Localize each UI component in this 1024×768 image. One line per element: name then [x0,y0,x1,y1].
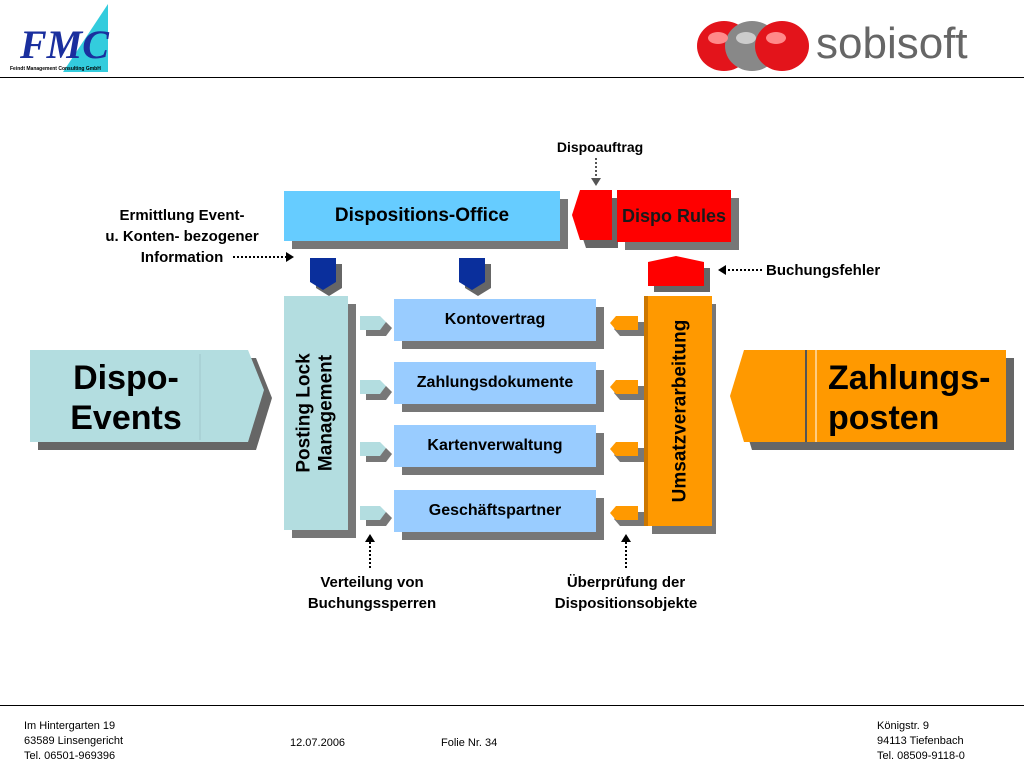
umsatzverarbeitung-label: Umsatzverarbeitung [669,319,691,503]
geschaeftspartner-box: Geschäftspartner [394,490,596,532]
dispositions-office-label: Dispositions-Office [334,205,510,226]
geschaeftspartner-label: Geschäftspartner [428,502,562,519]
dispoauftrag-label: Dispoauftrag [556,139,644,155]
footer-address-right: Königstr. 9 94113 Tiefenbach Tel. 08509-… [877,719,965,764]
fmc-logo: FMC Feindt Management Consulting GmbH [8,2,123,74]
buchungsfehler-label: Buchungsfehler [766,262,881,279]
posting-lock-box: Posting Lock Management [284,296,348,530]
footer-right-line: Tel. 08509-9118-0 [877,750,965,762]
kartenverwaltung-box: Kartenverwaltung [394,425,596,467]
dispo-rules-label: Dispo Rules [621,206,727,226]
footer-left-line: Im Hintergarten 19 [24,720,116,732]
ermittlung-label: Ermittlung Event- u. Konten- bezogener I… [105,207,259,266]
footer-slide-number: Folie Nr. 34 [441,737,498,749]
header-divider [0,77,1024,78]
fmc-logo-subtitle: Feindt Management Consulting GmbH [10,66,101,72]
posting-lock-label: Posting Lock Management [294,353,338,473]
sobisoft-logo: sobisoft [696,14,1012,76]
ueberpruefung-label: Überprüfung der Dispositionsobjekte [554,574,698,612]
footer-left-line: Tel. 06501-969396 [24,750,116,762]
footer-divider [0,705,1024,706]
zahlungsdokumente-label: Zahlungsdokumente [416,374,574,391]
dispositions-office-box: Dispositions-Office [284,191,560,241]
verteilung-label: Verteilung von Buchungssperren [307,574,437,612]
footer-right-line: 94113 Tiefenbach [877,735,964,747]
zahlungsposten-label: Zahlungs- posten [828,359,991,437]
footer-date: 12.07.2006 [290,737,346,749]
fmc-logo-text: FMC [19,22,110,67]
sobisoft-logo-graphic: sobisoft [697,19,968,71]
kontovertrag-label: Kontovertrag [444,311,546,328]
footer-address-left: Im Hintergarten 19 63589 Linsengericht T… [24,719,123,764]
dispo-rules-box: Dispo Rules [617,190,731,242]
footer-right-line: Königstr. 9 [877,720,929,732]
zahlungsdokumente-box: Zahlungsdokumente [394,362,596,404]
umsatzverarbeitung-box: Umsatzverarbeitung [644,296,712,526]
dispo-events-label: Dispo- Events [70,359,182,437]
kartenverwaltung-label: Kartenverwaltung [427,437,563,454]
fmc-logo-graphic: FMC [19,4,110,72]
kontovertrag-box: Kontovertrag [394,299,596,341]
orange-arrows [610,316,644,526]
footer-left-line: 63589 Linsengericht [24,735,124,747]
teal-arrows [360,316,392,526]
sobisoft-logo-text: sobisoft [816,19,968,68]
